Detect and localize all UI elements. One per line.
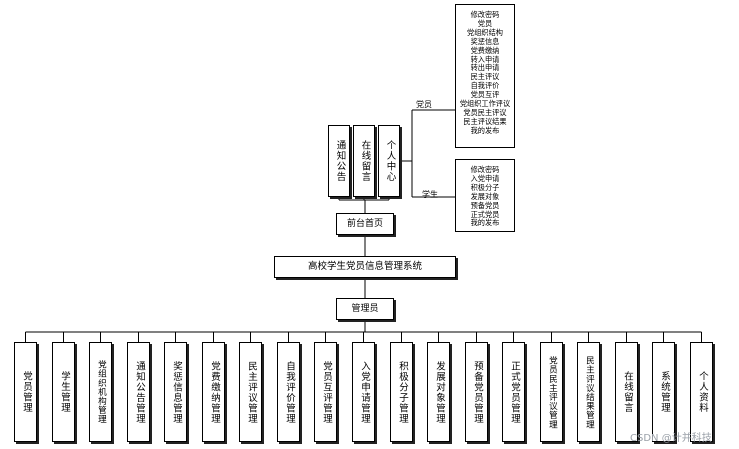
admin-module-box: 党员管理: [14, 342, 37, 442]
admin-module-label: 民主评议结果管理: [584, 355, 595, 429]
admin-module-label: 个人资料: [696, 371, 708, 413]
function-list-item: 党组织工作评议: [459, 99, 511, 109]
admin-module-box: 党组织机构管理: [89, 342, 112, 442]
branch-label-student: 学生: [422, 190, 438, 199]
front-module-label: 个人中心: [384, 140, 396, 182]
admin-module-box: 民主评议结果管理: [577, 342, 600, 442]
function-list-item: 民主评议: [470, 72, 500, 82]
admin-module-label: 系统管理: [658, 371, 670, 413]
admin-module-box: 民主评议管理: [239, 342, 262, 442]
front-module-box: 个人中心: [378, 125, 400, 197]
admin-module-label: 党员民主评议管理: [547, 355, 558, 429]
admin-module-box: 奖惩信息管理: [164, 342, 187, 442]
admin-module-label: 自我评价管理: [283, 360, 295, 424]
function-list-item: 党员: [477, 18, 493, 28]
function-list-item: 积极分子: [470, 182, 500, 192]
admin-module-label: 党员互评管理: [320, 360, 332, 424]
admin-module-box: 积极分子管理: [390, 342, 413, 442]
admin-module-label: 党员管理: [20, 371, 32, 413]
function-list-item: 党组织结构: [467, 27, 503, 37]
admin-module-box: 发展对象管理: [427, 342, 450, 442]
admin-module-label: 民主评议管理: [245, 360, 257, 424]
admin-box: 管理员: [336, 298, 394, 320]
function-list-item: 修改密码: [470, 10, 500, 19]
system-root-box: 高校学生党员信息管理系统: [274, 256, 456, 278]
admin-module-label: 学生管理: [58, 371, 70, 413]
admin-module-label: 党费缴纳管理: [208, 360, 220, 424]
front-module-box: 通知公告: [328, 125, 350, 197]
watermark: CSDN @计并科技: [630, 433, 712, 444]
admin-module-box: 自我评价管理: [277, 342, 300, 442]
branch-label-party-member: 党员: [416, 100, 432, 109]
admin-label: 管理员: [351, 303, 379, 314]
function-list-item: 修改密码: [470, 165, 500, 174]
admin-module-label: 通知公告管理: [133, 360, 145, 424]
admin-module-label: 在线留言: [621, 371, 633, 413]
front-module-box: 在线留言: [353, 125, 375, 197]
function-list-item: 党费缴纳: [470, 45, 500, 55]
party-member-function-list: 修改密码党员党组织结构奖惩信息党费缴纳转入申请转出申请民主评议自我评价党员互评党…: [455, 4, 515, 148]
admin-module-box: 预备党员管理: [465, 342, 488, 442]
function-list-item: 奖惩信息: [470, 36, 500, 46]
function-list-item: 发展对象: [470, 191, 500, 201]
function-list-item: 党员互评: [470, 90, 500, 100]
front-module-label: 通知公告: [334, 140, 346, 182]
admin-module-box: 学生管理: [52, 342, 75, 442]
admin-module-label: 发展对象管理: [433, 360, 445, 424]
student-function-list: 修改密码入党申请积极分子发展对象预备党员正式党员我的发布: [455, 159, 515, 232]
admin-module-label: 入党申请管理: [358, 360, 370, 424]
function-list-item: 民主评议结果: [463, 116, 507, 126]
front-home-box: 前台首页: [336, 213, 394, 235]
admin-module-box: 在线留言: [615, 342, 638, 442]
admin-module-label: 奖惩信息管理: [170, 360, 182, 424]
admin-module-box: 通知公告管理: [127, 342, 150, 442]
function-list-item: 自我评价: [470, 81, 500, 91]
function-list-item: 正式党员: [470, 209, 500, 219]
admin-module-box: 党员互评管理: [314, 342, 337, 442]
system-root-label: 高校学生党员信息管理系统: [307, 260, 422, 272]
function-list-item: 转入申请: [470, 54, 500, 64]
function-list-item: 预备党员: [470, 200, 500, 210]
admin-module-label: 预备党员管理: [471, 360, 483, 424]
admin-module-box: 正式党员管理: [502, 342, 525, 442]
function-list-item: 入党申请: [470, 173, 500, 183]
function-list-item: 党员民主评议: [463, 107, 507, 117]
admin-module-box: 党员民主评议管理: [540, 342, 563, 442]
admin-module-box: 党费缴纳管理: [202, 342, 225, 442]
front-module-label: 在线留言: [359, 140, 371, 182]
admin-module-label: 党组织机构管理: [96, 360, 107, 424]
admin-module-box: 个人资料: [690, 342, 713, 442]
admin-module-label: 正式党员管理: [508, 360, 520, 424]
admin-module-box: 入党申请管理: [352, 342, 375, 442]
function-list-item: 转出申请: [470, 63, 500, 73]
front-home-label: 前台首页: [346, 218, 383, 229]
function-list-item: 我的发布: [470, 218, 500, 228]
admin-module-label: 积极分子管理: [396, 360, 408, 424]
admin-module-box: 系统管理: [652, 342, 675, 442]
function-list-item: 我的发布: [470, 125, 500, 135]
